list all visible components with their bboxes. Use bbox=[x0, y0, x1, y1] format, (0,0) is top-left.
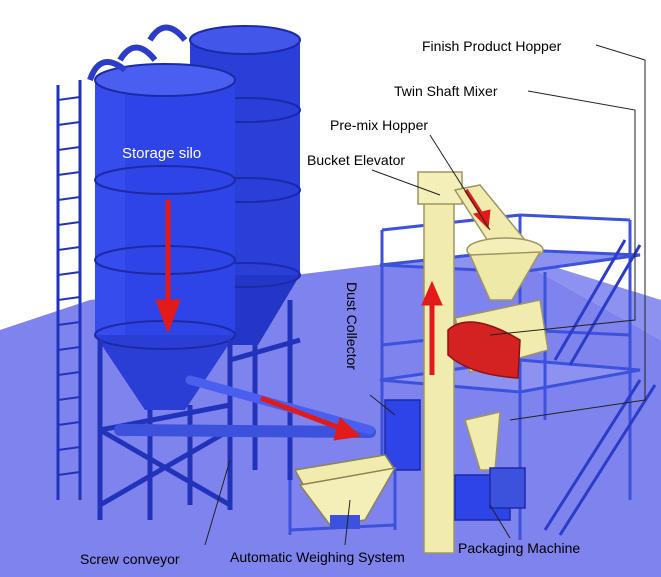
label-storage-silo: Storage silo bbox=[122, 145, 202, 162]
label-packaging-machine: Packaging Machine bbox=[458, 540, 581, 556]
staircase bbox=[543, 239, 657, 536]
packaging-machine bbox=[454, 467, 526, 521]
dust-collector bbox=[384, 399, 421, 471]
label-premix-hopper: Pre-mix Hopper bbox=[330, 117, 429, 133]
silo-ladder bbox=[56, 80, 82, 500]
label-screw-conveyor: Screw conveyor bbox=[80, 551, 180, 567]
label-automatic-weighing-system: Automatic Weighing System bbox=[230, 549, 405, 565]
label-bucket-elevator: Bucket Elevator bbox=[307, 152, 406, 168]
storage-silo-front bbox=[87, 44, 236, 410]
label-finish-product-hopper: Finish Product Hopper bbox=[422, 38, 562, 54]
bucket-elevator bbox=[417, 171, 463, 554]
label-twin-shaft-mixer: Twin Shaft Mixer bbox=[394, 83, 498, 99]
automatic-weighing-system bbox=[288, 454, 397, 535]
twin-shaft-mixer bbox=[447, 299, 549, 379]
flow-arrows bbox=[155, 188, 491, 441]
leader-lines bbox=[204, 44, 646, 546]
label-dust-collector: Dust Collector bbox=[344, 282, 360, 370]
